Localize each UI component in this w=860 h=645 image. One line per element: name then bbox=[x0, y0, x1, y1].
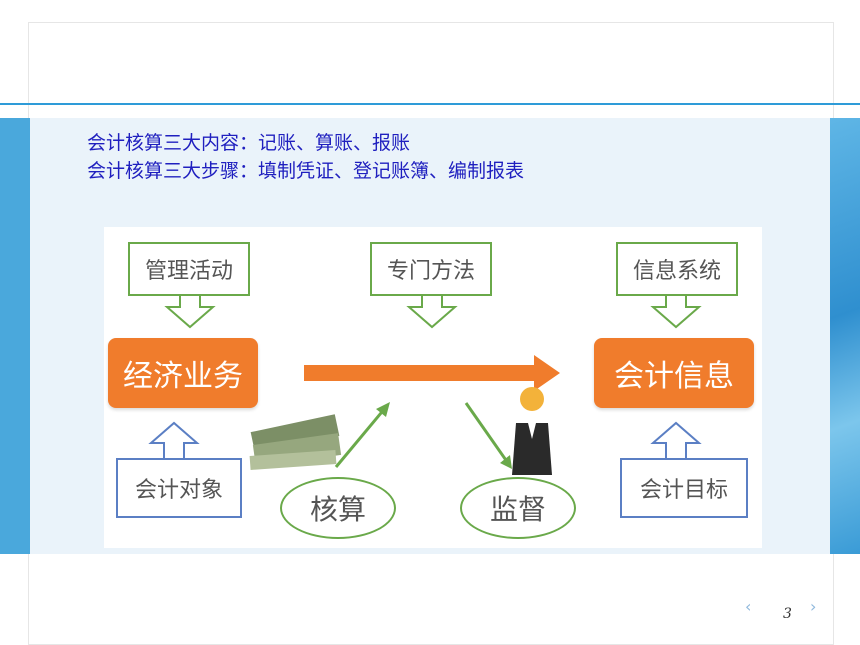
box-information-system: 信息系统 bbox=[616, 242, 738, 296]
decorative-edge bbox=[830, 118, 860, 554]
box-management-activity: 管理活动 bbox=[128, 242, 250, 296]
money-stack-icon bbox=[249, 414, 342, 470]
summary-text: 会计核算三大内容：记账、算账、报账 会计核算三大步骤：填制凭证、登记账簿、编制报… bbox=[87, 129, 524, 185]
up-arrow-left-icon bbox=[148, 421, 200, 460]
down-arrow-right-icon bbox=[650, 290, 702, 329]
businessman-icon bbox=[512, 387, 552, 475]
diagram-arrows bbox=[148, 290, 702, 475]
box-accounting-object: 会计对象 bbox=[116, 458, 242, 518]
pill-accounting-information: 会计信息 bbox=[594, 338, 754, 408]
circle-accounting-calc: 核算 bbox=[280, 477, 396, 539]
summary-line-content: 会计核算三大内容：记账、算账、报账 bbox=[87, 132, 411, 154]
page-number: 3 bbox=[783, 606, 792, 622]
up-arrow-right-icon bbox=[650, 421, 702, 460]
header-rule bbox=[0, 103, 860, 105]
prev-slide-button[interactable]: ‹ bbox=[745, 597, 752, 616]
down-diagonal-arrow-icon bbox=[464, 402, 510, 464]
box-special-method: 专门方法 bbox=[370, 242, 492, 296]
circle-supervision: 监督 bbox=[460, 477, 576, 539]
accounting-diagram: 管理活动 专门方法 信息系统 经济业务 会计信息 会计对象 核算 监督 会计目标 bbox=[104, 227, 762, 548]
down-arrow-center-icon bbox=[406, 290, 458, 329]
up-diagonal-arrow-icon bbox=[334, 406, 388, 468]
down-arrow-left-icon bbox=[164, 290, 216, 329]
box-accounting-goal: 会计目标 bbox=[620, 458, 748, 518]
pill-economic-business: 经济业务 bbox=[108, 338, 258, 408]
main-flow-arrow-icon bbox=[304, 355, 560, 391]
summary-line-steps: 会计核算三大步骤：填制凭证、登记账簿、编制报表 bbox=[87, 160, 525, 182]
next-slide-button[interactable]: › bbox=[810, 597, 817, 616]
